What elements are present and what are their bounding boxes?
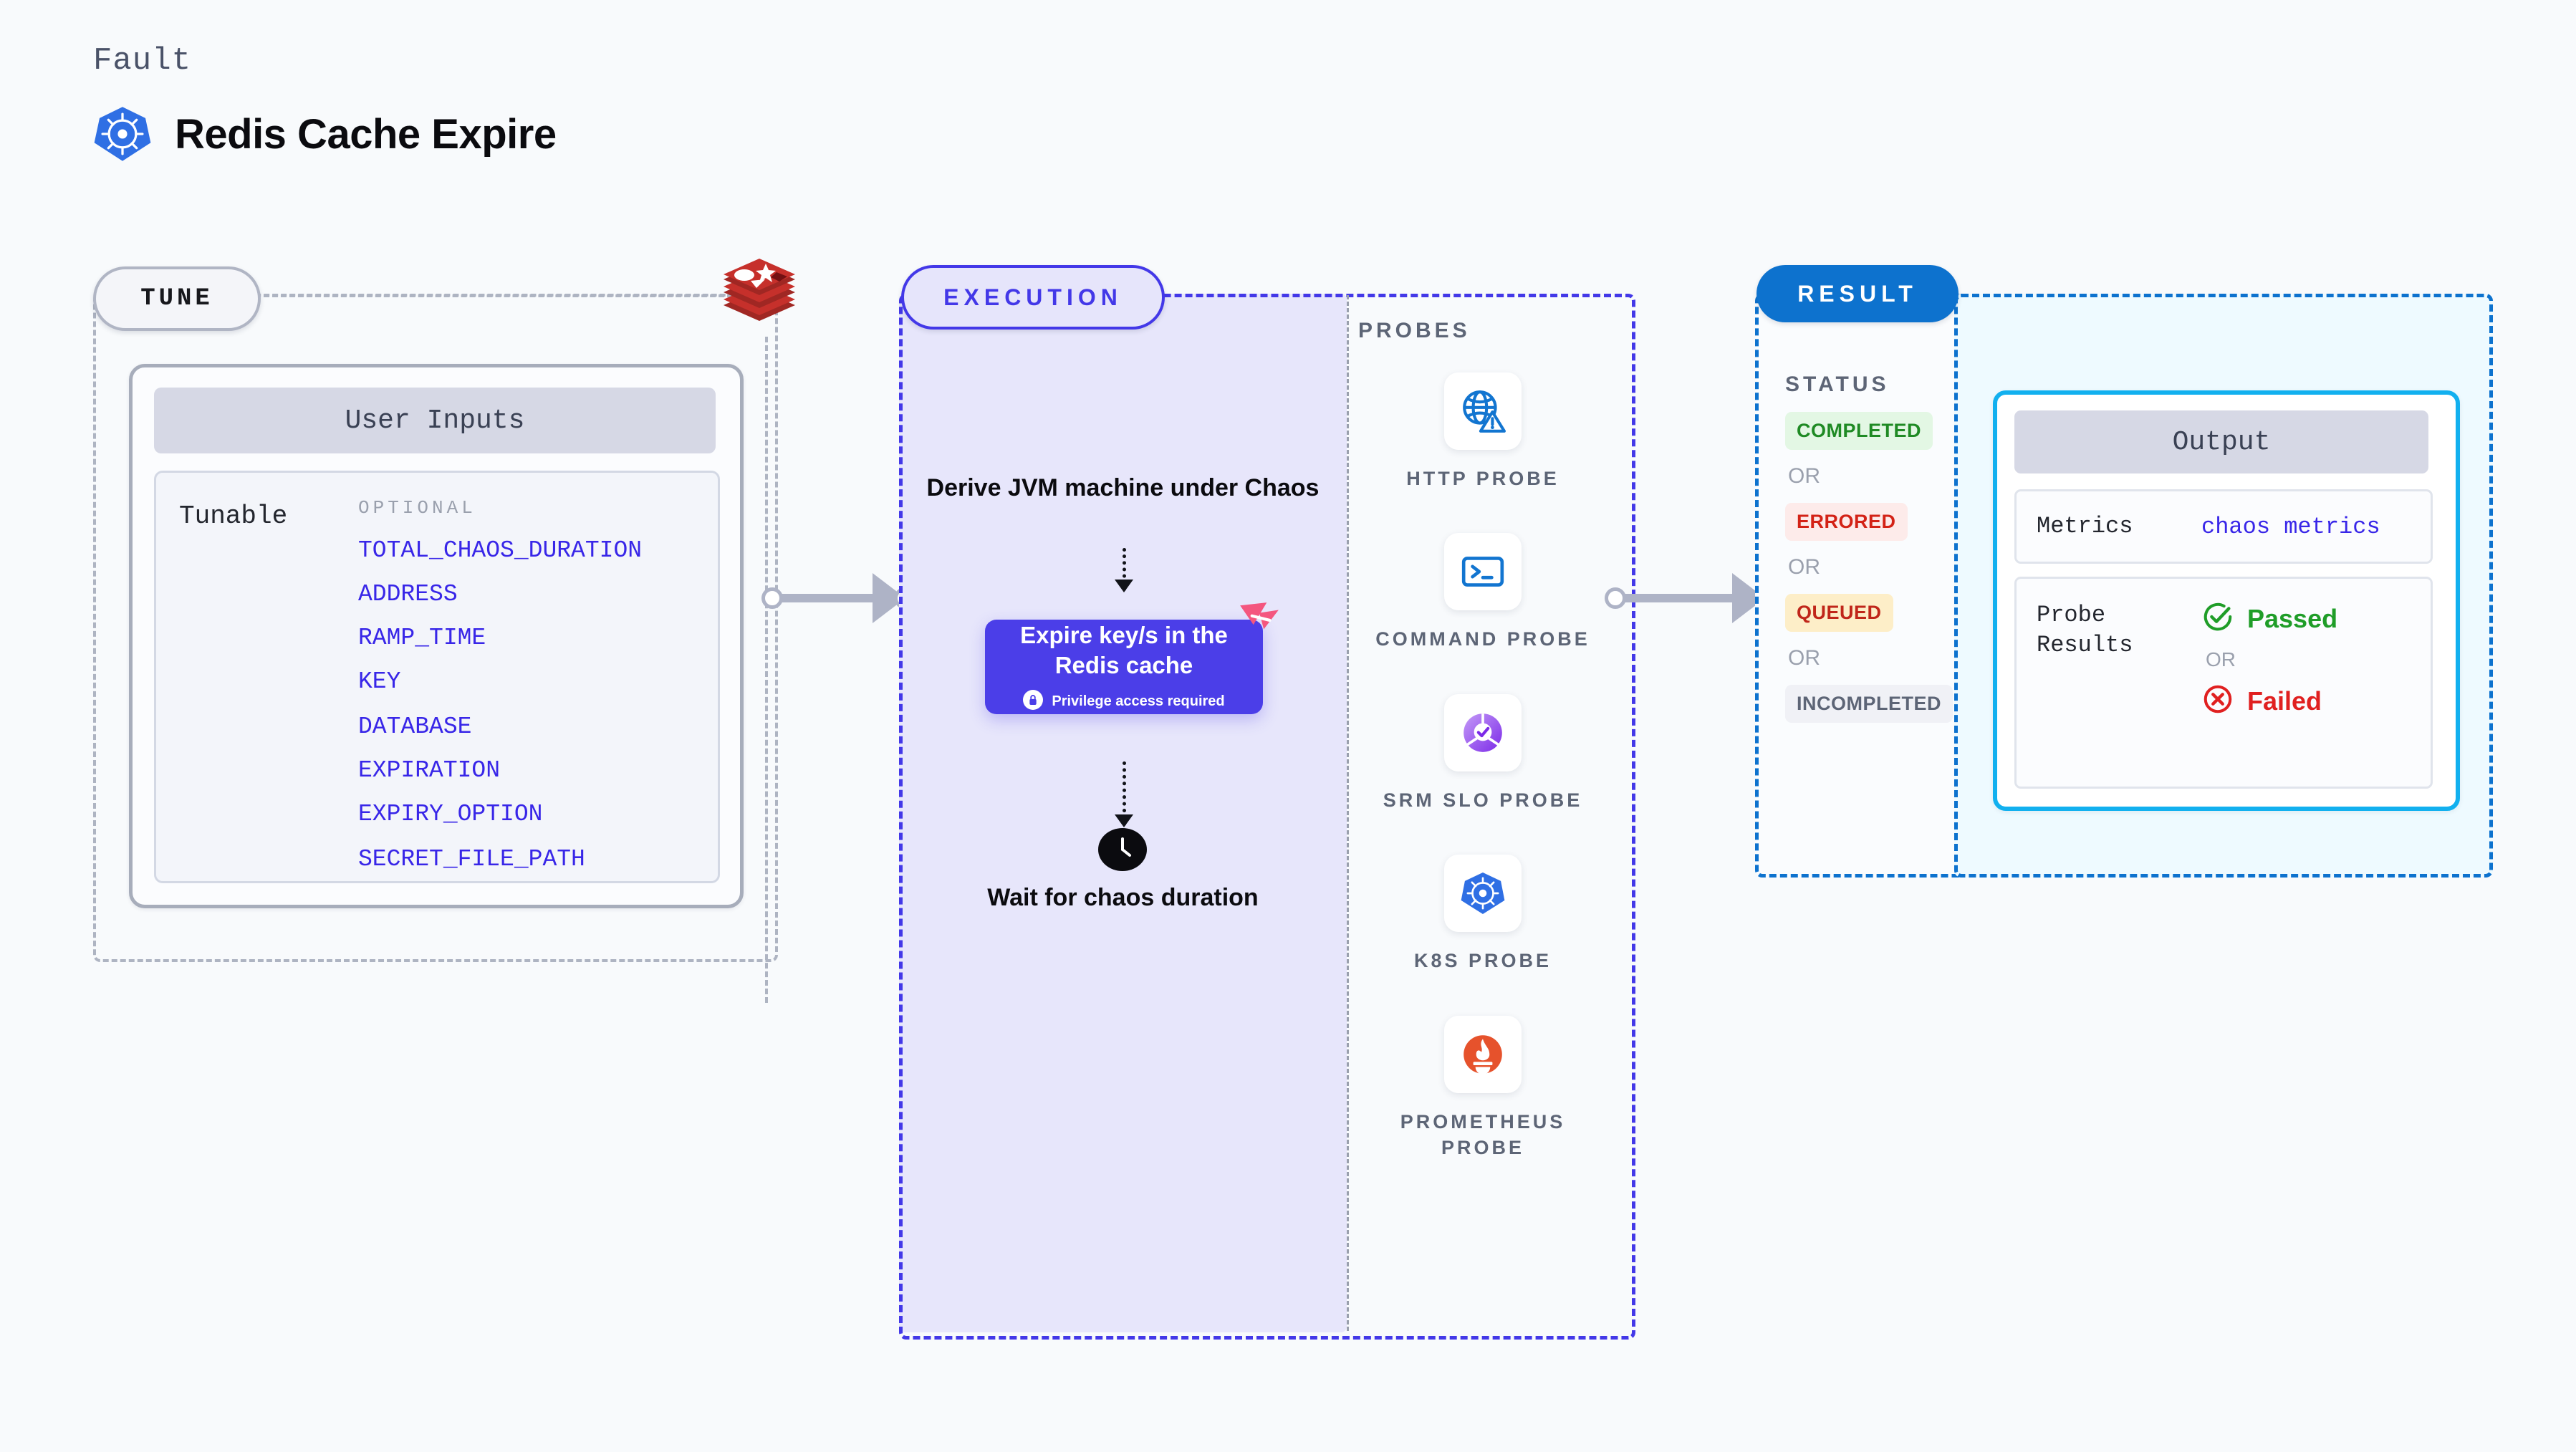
connector-execution-to-result	[1605, 573, 1777, 623]
probe-label: HTTP PROBE	[1406, 468, 1559, 489]
status-badge: INCOMPLETED	[1785, 685, 1953, 723]
probe-item-k8s[interactable]: K8S PROBE	[1357, 855, 1608, 973]
redis-vertical-dashed-line	[765, 337, 768, 1003]
execution-region	[899, 294, 1635, 1340]
execution-action-card[interactable]: Expire key/s in the Redis cache Privileg…	[985, 602, 1279, 714]
output-card: Output Metrics chaos metrics Probe Resul…	[1993, 390, 2460, 811]
kubernetes-icon	[93, 105, 152, 163]
status-region	[1755, 294, 1966, 878]
fault-title-row: Redis Cache Expire	[93, 105, 557, 163]
lock-icon	[1023, 689, 1044, 713]
tunable-list: OPTIONAL TOTAL_CHAOS_DURATION ADDRESS RA…	[358, 473, 642, 881]
probe-result-failed: Failed	[2201, 683, 2337, 719]
status-label: STATUS	[1785, 372, 1890, 396]
user-inputs-card: User Inputs Tunable OPTIONAL TOTAL_CHAOS…	[129, 364, 744, 908]
tunable-label: Tunable	[179, 501, 288, 531]
terminal-icon	[1444, 533, 1522, 611]
probes-section-label: PROBES	[1358, 319, 1471, 342]
execution-step-wait: Wait for chaos duration	[987, 884, 1259, 911]
privilege-note: Privilege access required	[1023, 689, 1225, 713]
probes-divider	[1347, 295, 1349, 1331]
execution-step-derive: Derive JVM machine under Chaos	[926, 474, 1320, 501]
flow-arrow-down	[1115, 548, 1133, 592]
probe-results-row: Probe Results Passed OR	[2014, 577, 2433, 789]
flow-arrow-down	[1115, 761, 1133, 827]
tunable-item[interactable]: RAMP_TIME	[358, 625, 486, 651]
probe-results-key: Probe Results	[2037, 602, 2133, 658]
probe-item-http[interactable]: HTTP PROBE	[1357, 372, 1608, 491]
status-badge: COMPLETED	[1785, 412, 1933, 450]
optional-label: OPTIONAL	[358, 497, 476, 519]
x-circle-icon	[2201, 683, 2234, 719]
tunable-item[interactable]: EXPIRY_OPTION	[358, 801, 543, 827]
status-or: OR	[1788, 555, 1820, 579]
tunable-item[interactable]: TOTAL_CHAOS_DURATION	[358, 537, 643, 564]
status-or: OR	[1788, 646, 1820, 670]
tune-pill[interactable]: TUNE	[93, 266, 261, 331]
probe-label: SRM SLO PROBE	[1383, 789, 1583, 811]
probe-item-prometheus[interactable]: PROMETHEUS PROBE	[1357, 1015, 1608, 1161]
tunable-item[interactable]: SECRET_FILE_PATH	[358, 846, 585, 872]
probes-list: HTTP PROBE COMMAND PROBE	[1357, 372, 1608, 1203]
tunable-item[interactable]: DATABASE	[358, 713, 472, 740]
failed-label: Failed	[2247, 686, 2322, 716]
execution-pill[interactable]: EXECUTION	[901, 265, 1165, 330]
probe-item-command[interactable]: COMMAND PROBE	[1357, 533, 1608, 652]
srm-slo-donut-check-icon	[1444, 693, 1522, 771]
tunable-item[interactable]: EXPIRATION	[358, 757, 501, 784]
tune-region	[93, 294, 778, 962]
status-or: OR	[1788, 464, 1820, 488]
page-header: Fault Redis Cache Expire	[93, 43, 557, 163]
status-list: COMPLETED OR ERRORED OR QUEUED OR INCOMP…	[1785, 412, 1953, 723]
metrics-key: Metrics	[2037, 513, 2133, 540]
result-pill[interactable]: RESULT	[1756, 265, 1959, 322]
status-badge: ERRORED	[1785, 503, 1908, 541]
tunable-item[interactable]: KEY	[358, 668, 401, 695]
probe-results-values: Passed OR Failed	[2201, 579, 2337, 787]
clock-icon	[1097, 827, 1148, 872]
redis-logo-icon	[716, 252, 802, 338]
output-header: Output	[2014, 410, 2428, 473]
probe-label: K8S PROBE	[1413, 950, 1552, 972]
tunable-item[interactable]: ADDRESS	[358, 581, 458, 607]
probe-item-srm-slo[interactable]: SRM SLO PROBE	[1357, 693, 1608, 813]
page-title: Redis Cache Expire	[175, 110, 557, 158]
tunable-box: Tunable OPTIONAL TOTAL_CHAOS_DURATION AD…	[154, 471, 720, 883]
privilege-note-text: Privilege access required	[1052, 693, 1225, 709]
status-badge: QUEUED	[1785, 594, 1893, 632]
probe-label: PROMETHEUS PROBE	[1400, 1110, 1566, 1159]
probe-label: COMMAND PROBE	[1375, 628, 1590, 650]
metrics-value[interactable]: chaos metrics	[2201, 513, 2380, 540]
globe-warning-icon	[1444, 372, 1522, 450]
execution-flow: Derive JVM machine under Chaos Expire ke…	[899, 294, 1347, 1332]
probe-result-passed: Passed	[2201, 600, 2337, 637]
metrics-row: Metrics chaos metrics	[2014, 489, 2433, 564]
probe-result-or: OR	[2206, 648, 2236, 670]
harness-icon	[1237, 600, 1282, 644]
user-inputs-header: User Inputs	[154, 388, 716, 453]
fault-eyebrow: Fault	[93, 43, 192, 79]
prometheus-icon	[1444, 1015, 1522, 1093]
execution-action-title: Expire key/s in the Redis cache	[1020, 622, 1228, 678]
passed-label: Passed	[2247, 603, 2338, 633]
connector-tune-to-execution	[761, 573, 915, 623]
kubernetes-icon	[1444, 855, 1522, 933]
check-circle-icon	[2201, 600, 2234, 637]
